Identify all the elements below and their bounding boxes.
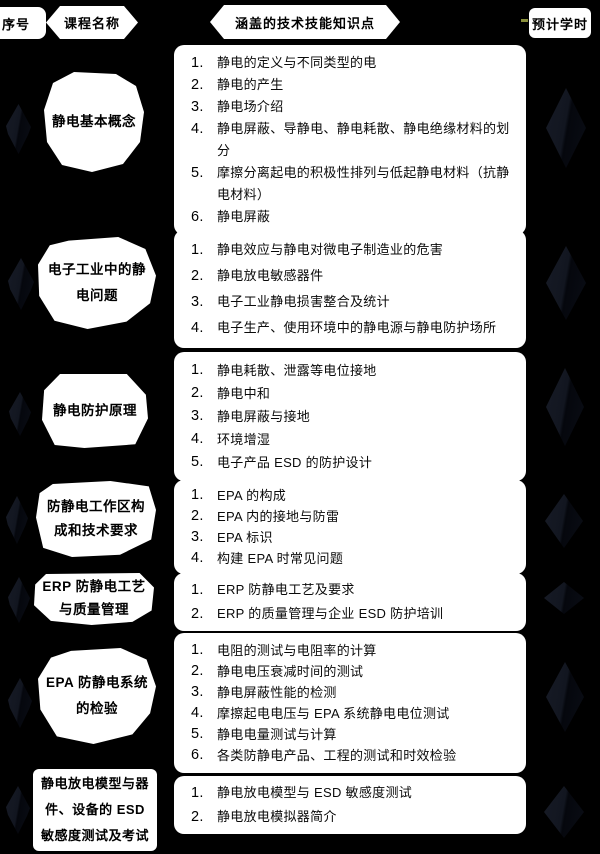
header-estimated-hours-label: 预计学时 xyxy=(531,16,588,32)
hours-marker-3 xyxy=(546,368,584,446)
course-shape-3: 静电防护原理 xyxy=(42,374,148,448)
knowledge-point: 静电屏蔽与接地 xyxy=(191,405,311,428)
hours-marker-6 xyxy=(546,662,584,732)
course-shape-7: 静电放电模型与器件、设备的 ESD 敏感度测试及考试 xyxy=(33,769,157,851)
course-title-7: 静电放电模型与器件、设备的 ESD 敏感度测试及考试 xyxy=(41,776,150,843)
knowledge-point: 环境增湿 xyxy=(191,428,271,451)
course-shape-1: 静电基本概念 xyxy=(44,72,144,172)
course-title-4: 防静电工作区构成和技术要求 xyxy=(47,498,145,538)
knowledge-point: 静电场介绍 xyxy=(191,96,284,118)
knowledge-point: 静电放电敏感器件 xyxy=(191,263,324,289)
course-title-1: 静电基本概念 xyxy=(52,113,136,129)
knowledge-point: 构建 EPA 时常见问题 xyxy=(191,548,344,569)
knowledge-point: ERP 的质量管理与企业 ESD 防护培训 xyxy=(191,602,444,626)
seq-marker-3 xyxy=(9,392,31,436)
seq-marker-1 xyxy=(6,104,31,154)
header-seq: 序号 xyxy=(0,7,46,39)
knowledge-points-box-2: 静电效应与静电对微电子制造业的危害 静电放电敏感器件 电子工业静电损害整合及统计… xyxy=(174,230,526,348)
knowledge-points-box-3: 静电耗散、泄露等电位接地 静电中和 静电屏蔽与接地 环境增湿 电子产品 ESD … xyxy=(174,352,526,481)
knowledge-point: 静电电量测试与计算 xyxy=(191,724,337,745)
course-title-3: 静电防护原理 xyxy=(53,402,137,418)
seq-marker-4 xyxy=(6,496,28,544)
hours-marker-1 xyxy=(546,88,586,168)
knowledge-point: EPA 的构成 xyxy=(191,485,287,506)
knowledge-point-list-3: 静电耗散、泄露等电位接地 静电中和 静电屏蔽与接地 环境增湿 电子产品 ESD … xyxy=(190,359,518,474)
knowledge-point-list-2: 静电效应与静电对微电子制造业的危害 静电放电敏感器件 电子工业静电损害整合及统计… xyxy=(190,237,518,341)
knowledge-point-list-1: 静电的定义与不同类型的电 静电的产生 静电场介绍 静电屏蔽、导静电、静电耗散、静… xyxy=(190,52,518,228)
hours-connector-dash xyxy=(521,19,528,22)
header-course-name: 课程名称 xyxy=(46,6,138,39)
course-shape-2: 电子工业中的静电问题 xyxy=(38,237,156,329)
knowledge-points-box-6: 电阻的测试与电阻率的计算 静电电压衰减时间的测试 静电屏蔽性能的检测 摩擦起电电… xyxy=(174,633,526,773)
knowledge-point: 电子工业静电损害整合及统计 xyxy=(191,289,390,315)
course-title-6: EPA 防静电系统的检验 xyxy=(46,675,149,716)
hours-marker-2 xyxy=(546,246,586,320)
knowledge-point: 电子产品 ESD 的防护设计 xyxy=(191,451,373,474)
hours-marker-5 xyxy=(544,582,584,614)
seq-marker-2 xyxy=(8,258,34,310)
knowledge-points-box-7: 静电放电模型与 ESD 敏感度测试 静电放电模拟器简介 xyxy=(174,776,526,834)
knowledge-point-list-4: EPA 的构成 EPA 内的接地与防雷 EPA 标识 构建 EPA 时常见问题 xyxy=(190,485,518,569)
knowledge-points-box-4: EPA 的构成 EPA 内的接地与防雷 EPA 标识 构建 EPA 时常见问题 xyxy=(174,480,526,574)
seq-marker-5 xyxy=(8,577,30,623)
knowledge-point: 电子生产、使用环境中的静电源与静电防护场所 xyxy=(191,315,497,341)
knowledge-point: 静电屏蔽 xyxy=(191,206,271,228)
header-estimated-hours: 预计学时 xyxy=(529,8,591,38)
knowledge-point: 静电耗散、泄露等电位接地 xyxy=(191,359,377,382)
knowledge-point: 摩擦分离起电的积极性排列与低起静电材料（抗静电材料） xyxy=(191,162,510,202)
knowledge-point: 静电的产生 xyxy=(191,74,284,96)
header-knowledge-points: 涵盖的技术技能知识点 xyxy=(210,5,400,39)
course-shape-4: 防静电工作区构成和技术要求 xyxy=(36,481,156,557)
knowledge-point: 静电放电模拟器简介 xyxy=(191,805,337,829)
seq-marker-7 xyxy=(6,786,30,834)
knowledge-point: ERP 防静电工艺及要求 xyxy=(191,578,355,602)
knowledge-point: 静电中和 xyxy=(191,382,271,405)
course-shape-6: EPA 防静电系统的检验 xyxy=(38,648,156,744)
knowledge-point: 各类防静电产品、工程的测试和时效检验 xyxy=(191,745,457,766)
hours-marker-7 xyxy=(544,786,584,838)
knowledge-point: 静电屏蔽性能的检测 xyxy=(191,682,337,703)
header-course-name-label: 课程名称 xyxy=(63,16,120,31)
seq-marker-6 xyxy=(8,678,32,728)
knowledge-point: 静电电压衰减时间的测试 xyxy=(191,661,364,682)
course-shape-5: ERP 防静电工艺与质量管理 xyxy=(34,573,154,625)
knowledge-point: 摩擦起电电压与 EPA 系统静电电位测试 xyxy=(191,703,450,724)
header-knowledge-points-label: 涵盖的技术技能知识点 xyxy=(234,15,375,31)
knowledge-points-box-5: ERP 防静电工艺及要求 ERP 的质量管理与企业 ESD 防护培训 xyxy=(174,573,526,631)
knowledge-point: 静电屏蔽、导静电、静电耗散、静电绝缘材料的划分 xyxy=(191,118,510,158)
course-title-5: ERP 防静电工艺与质量管理 xyxy=(42,579,146,617)
header-seq-label: 序号 xyxy=(1,16,30,32)
knowledge-point: 电阻的测试与电阻率的计算 xyxy=(191,640,377,661)
knowledge-point: EPA 内的接地与防雷 xyxy=(191,506,340,527)
knowledge-points-box-1: 静电的定义与不同类型的电 静电的产生 静电场介绍 静电屏蔽、导静电、静电耗散、静… xyxy=(174,45,526,235)
knowledge-point-list-5: ERP 防静电工艺及要求 ERP 的质量管理与企业 ESD 防护培训 xyxy=(190,578,518,626)
course-title-2: 电子工业中的静电问题 xyxy=(48,261,146,303)
knowledge-point: EPA 标识 xyxy=(191,527,273,548)
knowledge-point: 静电放电模型与 ESD 敏感度测试 xyxy=(191,781,413,805)
knowledge-point-list-6: 电阻的测试与电阻率的计算 静电电压衰减时间的测试 静电屏蔽性能的检测 摩擦起电电… xyxy=(190,640,518,766)
knowledge-point-list-7: 静电放电模型与 ESD 敏感度测试 静电放电模拟器简介 xyxy=(190,781,518,829)
knowledge-point: 静电的定义与不同类型的电 xyxy=(191,52,377,74)
hours-marker-4 xyxy=(545,494,583,548)
knowledge-point: 静电效应与静电对微电子制造业的危害 xyxy=(191,237,444,263)
